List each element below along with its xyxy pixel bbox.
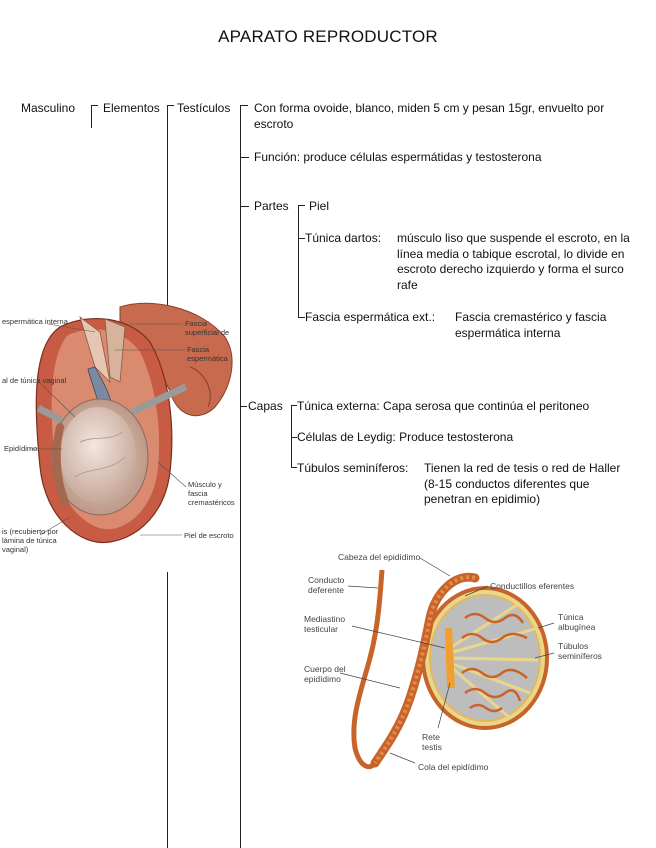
fig1-label: Fascia espermática [187,345,228,363]
fig1-label: al de túnica vaginal [2,376,67,385]
fig2-label-cabeza: Cabeza del epidídimo [338,552,421,562]
fig2-label-cola: Cola del epidídimo [418,762,489,772]
tubulos-label: Túbulos seminíferos: [297,461,409,475]
testis-section-figure: Cabeza del epidídimo Conducto deferente … [290,548,630,788]
bracket-line [167,105,174,106]
bracket-line [167,105,168,305]
tunica-dartos-label: Túnica dartos: [305,231,382,245]
bracket-line [291,405,292,468]
bracket-line [291,405,297,406]
tunica-externa: Túnica externa: Capa serosa que continúa… [297,399,590,413]
fig1-label: Epidídimo [4,444,38,453]
scrotum-dissection-figure: espermática interna Fascia superficial d… [0,297,238,572]
testiculos-descripcion: Con forma ovoide, blanco, miden 5 cm y p… [254,101,605,131]
fig1-label: Piel de escroto [184,531,234,540]
bracket-line [240,105,241,848]
tunica-dartos-text: músculo liso que suspende el escroto, en… [397,231,630,292]
bracket-line [240,105,248,106]
piel-label: Piel [309,199,330,213]
capas-label: Capas [248,399,283,413]
celulas-leydig: Células de Leydig: Produce testosterona [297,430,514,444]
masculino-label: Masculino [21,101,76,115]
bracket-line [91,105,98,106]
bracket-line [241,157,249,158]
partes-label: Partes [254,199,289,213]
fascia-label: Fascia espermática ext.: [305,310,436,324]
fascia-text: Fascia cremastérico y fascia espermática… [455,310,607,340]
page-title: APARATO REPRODUCTOR [218,27,438,46]
bracket-line [298,205,299,318]
fig2-label-albuginea: Túnica albugínea [558,612,596,632]
fig2-label-tubulos: Túbulos seminíferos [558,641,602,661]
bracket-line [91,105,92,128]
fig1-label: espermática interna [2,317,68,326]
bracket-line [241,206,249,207]
bracket-line [291,467,297,468]
fig1-label: is (recubierto por lámina de túnica vagi… [2,527,59,554]
fig2-label-mediastino: Mediastino testicular [304,614,346,634]
testiculos-funcion: Función: produce células espermátidas y … [254,150,542,164]
bracket-line [298,205,305,206]
testis-diagram [339,557,555,770]
fig2-label-conductillos: Conductillos eferentes [490,581,575,591]
fig2-label-conducto: Conducto deferente [308,575,345,595]
bracket-line [241,406,247,407]
fig2-label-rete: Rete testis [422,732,442,752]
elementos-label: Elementos [103,101,160,115]
fig1-label: Músculo y fascia cremastéricos [188,480,235,507]
tubulos-text: Tienen la red de tesis o red de Haller (… [424,461,621,506]
fig1-label: Fascia superficial de [185,319,230,337]
testiculos-label: Testículos [177,101,231,115]
bracket-line [291,437,297,438]
bracket-line [298,238,305,239]
bracket-line [167,572,168,848]
bracket-line [298,317,305,318]
fig2-label-cuerpo: Cuerpo del epidídimo [304,664,346,684]
scrotum-illustration [30,302,233,544]
